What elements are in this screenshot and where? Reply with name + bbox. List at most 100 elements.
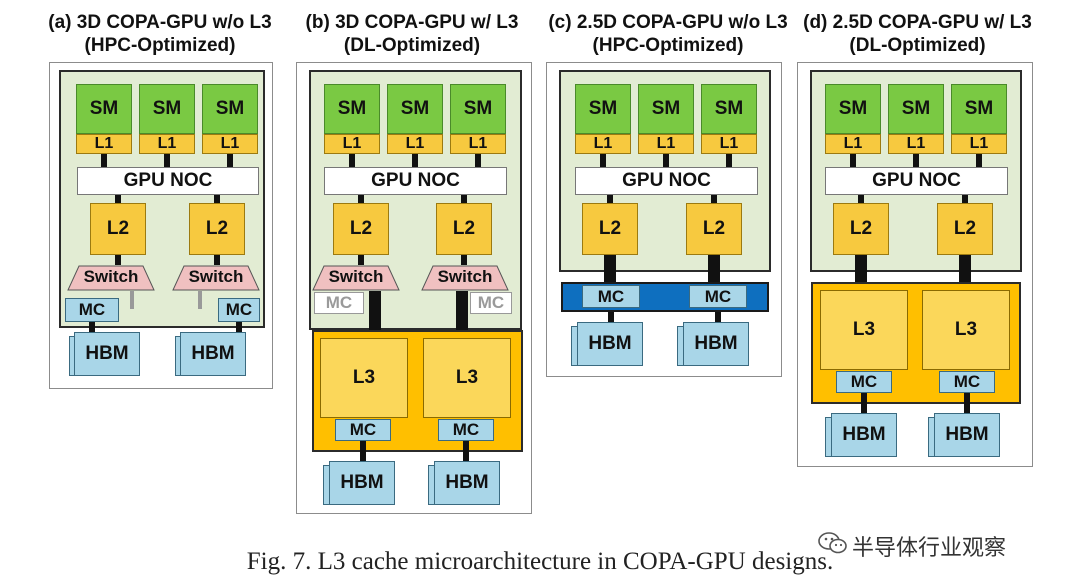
- switch-label: Switch: [328, 267, 384, 286]
- l2-cache: L2: [90, 203, 146, 255]
- interconnect: [227, 154, 233, 167]
- interconnect: [964, 393, 970, 417]
- hbm-stack: HBM: [74, 332, 140, 376]
- interconnect: [360, 441, 366, 465]
- l3-link: [456, 291, 468, 339]
- interconnect: [115, 195, 121, 203]
- interconnect: [358, 255, 364, 265]
- memory-controller-disabled: MC: [470, 292, 512, 314]
- interconnect: [214, 255, 220, 265]
- l2-cache: L2: [333, 203, 389, 255]
- l1-cache: L1: [450, 134, 506, 154]
- l1-cache: L1: [825, 134, 881, 154]
- l1-cache: L1: [139, 134, 195, 154]
- interconnect: [600, 154, 606, 167]
- interconnect: [608, 312, 614, 322]
- l1-cache: L1: [888, 134, 944, 154]
- l3-cache: L3: [320, 338, 408, 418]
- memory-controller-disabled: MC: [314, 292, 364, 314]
- switch: Switch: [312, 265, 400, 291]
- switch: Switch: [67, 265, 155, 291]
- l1-cache: L1: [638, 134, 694, 154]
- l2-cache: L2: [189, 203, 245, 255]
- sm-block: SM: [324, 84, 380, 134]
- l1-cache: L1: [76, 134, 132, 154]
- memory-controller: MC: [689, 285, 747, 308]
- memory-controller: MC: [836, 371, 892, 393]
- sm-block: SM: [387, 84, 443, 134]
- l2-cache: L2: [937, 203, 993, 255]
- l1-cache: L1: [202, 134, 258, 154]
- sm-block: SM: [76, 84, 132, 134]
- interconnect: [607, 195, 613, 203]
- gpu-noc: GPU NOC: [324, 167, 507, 195]
- panel-a-title-line2: (HPC-Optimized): [84, 35, 236, 56]
- interconnect: [115, 255, 121, 265]
- l3-cache: L3: [423, 338, 511, 418]
- gpu-noc: GPU NOC: [77, 167, 259, 195]
- interconnect: [89, 322, 95, 336]
- switch-label: Switch: [83, 267, 139, 286]
- interconnect: [461, 195, 467, 203]
- interconnect: [913, 154, 919, 167]
- figure-caption: Fig. 7. L3 cache microarchitecture in CO…: [246, 548, 834, 575]
- l2-cache: L2: [833, 203, 889, 255]
- panel-b-title: (b) 3D COPA-GPU w/ L3 (DL-Optimized): [292, 11, 532, 57]
- l2-cache: L2: [686, 203, 742, 255]
- l3-cache: L3: [922, 290, 1010, 370]
- bypass-wire: [198, 291, 202, 309]
- memory-controller: MC: [939, 371, 995, 393]
- sm-block: SM: [450, 84, 506, 134]
- sm-block: SM: [139, 84, 195, 134]
- interconnect: [164, 154, 170, 167]
- sm-block: SM: [888, 84, 944, 134]
- panel-c-title: (c) 2.5D COPA-GPU w/o L3 (HPC-Optimized): [543, 11, 793, 57]
- l3-link: [369, 291, 381, 339]
- sm-block: SM: [575, 84, 631, 134]
- memory-controller: MC: [582, 285, 640, 308]
- l1-cache: L1: [387, 134, 443, 154]
- switch-shape: [421, 265, 509, 291]
- switch-shape: [67, 265, 155, 291]
- memory-controller: MC: [65, 298, 119, 322]
- interconnect: [461, 255, 467, 265]
- mc-link: [708, 255, 720, 283]
- panel-d-title-line2: (DL-Optimized): [849, 35, 986, 56]
- panel-c-title-line1: (c) 2.5D COPA-GPU w/o L3: [548, 12, 788, 33]
- memory-controller: MC: [438, 419, 494, 441]
- interconnect: [412, 154, 418, 167]
- hbm-stack: HBM: [577, 322, 643, 366]
- switch: Switch: [421, 265, 509, 291]
- interconnect: [861, 393, 867, 417]
- sm-block: SM: [951, 84, 1007, 134]
- l2-cache: L2: [582, 203, 638, 255]
- bypass-wire: [130, 291, 134, 309]
- memory-controller: MC: [218, 298, 260, 322]
- panel-d-title-line1: (d) 2.5D COPA-GPU w/ L3: [803, 12, 1032, 33]
- interconnect: [349, 154, 355, 167]
- panel-a-title-line1: (a) 3D COPA-GPU w/o L3: [48, 12, 272, 33]
- hbm-stack: HBM: [180, 332, 246, 376]
- switch-shape: [312, 265, 400, 291]
- interconnect: [358, 195, 364, 203]
- interconnect: [101, 154, 107, 167]
- interconnect: [976, 154, 982, 167]
- switch-shape: [172, 265, 260, 291]
- panel-a-title: (a) 3D COPA-GPU w/o L3 (HPC-Optimized): [40, 11, 280, 57]
- hbm-stack: HBM: [831, 413, 897, 457]
- interconnect: [214, 195, 220, 203]
- hbm-stack: HBM: [329, 461, 395, 505]
- wechat-icon: [818, 532, 847, 554]
- gpu-noc: GPU NOC: [825, 167, 1008, 195]
- sm-block: SM: [825, 84, 881, 134]
- hbm-stack: HBM: [934, 413, 1000, 457]
- panel-b-title-line1: (b) 3D COPA-GPU w/ L3: [305, 12, 519, 33]
- l1-cache: L1: [324, 134, 380, 154]
- l2-cache: L2: [436, 203, 492, 255]
- interconnect: [858, 195, 864, 203]
- panel-c-title-line2: (HPC-Optimized): [592, 35, 744, 56]
- interconnect: [475, 154, 481, 167]
- l1-cache: L1: [951, 134, 1007, 154]
- interconnect: [715, 312, 721, 322]
- memory-controller: MC: [335, 419, 391, 441]
